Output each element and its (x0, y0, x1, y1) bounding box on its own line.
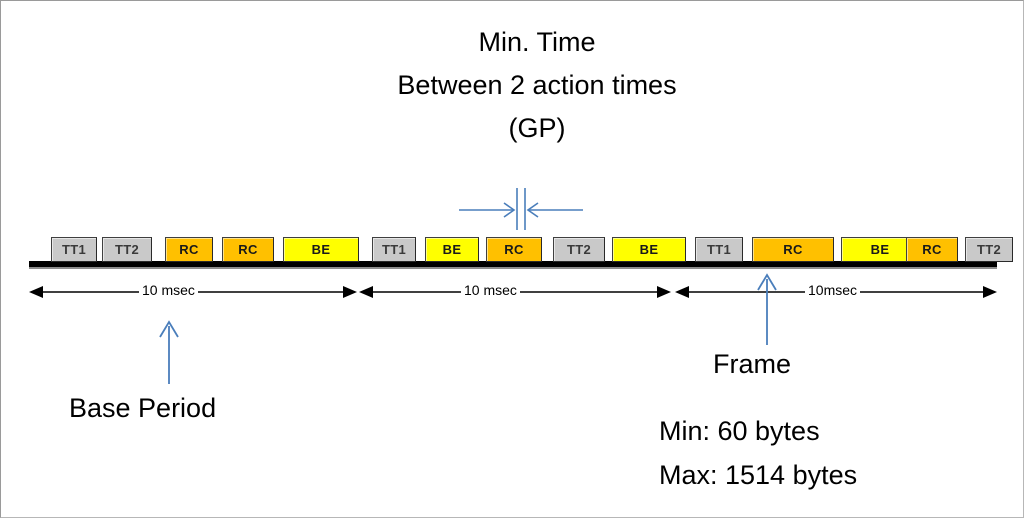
period-measure-3: 10msec (675, 279, 997, 313)
diagram-title: Min. Time Between 2 action times (GP) (257, 21, 817, 150)
timeline-block[interactable]: TT2 (965, 237, 1013, 262)
gap-marker (451, 184, 591, 232)
period-label: 10 msec (461, 282, 520, 298)
frame-min-size-caption: Min: 60 bytes (659, 416, 820, 446)
timeline-block[interactable]: TT1 (51, 237, 97, 262)
base-period-caption: Base Period (69, 393, 217, 423)
frame-callout-arrow (749, 269, 785, 347)
timeline-block[interactable]: RC (906, 237, 958, 262)
timeline-block[interactable]: BE (425, 237, 479, 262)
period-label: 10msec (805, 282, 861, 298)
period-measure-1: 10 msec (29, 279, 357, 313)
frame-max-size-caption: Max: 1514 bytes (659, 460, 858, 490)
timeline-block[interactable]: BE (283, 237, 359, 262)
timeline-block[interactable]: TT1 (695, 237, 743, 262)
timeline-block[interactable]: RC (486, 237, 542, 262)
timeline-block[interactable]: RC (165, 237, 213, 262)
period-label: 10 msec (139, 282, 198, 298)
timeline-baseline-shadow (29, 267, 997, 269)
base-period-callout-arrow (151, 316, 187, 386)
timeline-block[interactable]: RC (222, 237, 274, 262)
timeline-strip: TT1 TT2 RC RC BE TT1 BE RC TT2 BE TT1 RC… (29, 237, 1013, 269)
timeline-block[interactable]: BE (612, 237, 686, 262)
title-line-1: Min. Time (478, 27, 596, 57)
timeline-block[interactable]: TT1 (372, 237, 416, 262)
period-measures: 10 msec 10 msec 10msec (29, 279, 997, 313)
title-line-3: (GP) (508, 113, 566, 143)
timeline-block[interactable]: TT2 (102, 237, 152, 262)
period-measure-2: 10 msec (359, 279, 671, 313)
timeline-block[interactable]: RC (752, 237, 834, 262)
title-line-2: Between 2 action times (397, 70, 677, 100)
timeline-baseline (29, 261, 997, 267)
frame-caption: Frame (713, 349, 792, 379)
timeline-block[interactable]: TT2 (553, 237, 605, 262)
